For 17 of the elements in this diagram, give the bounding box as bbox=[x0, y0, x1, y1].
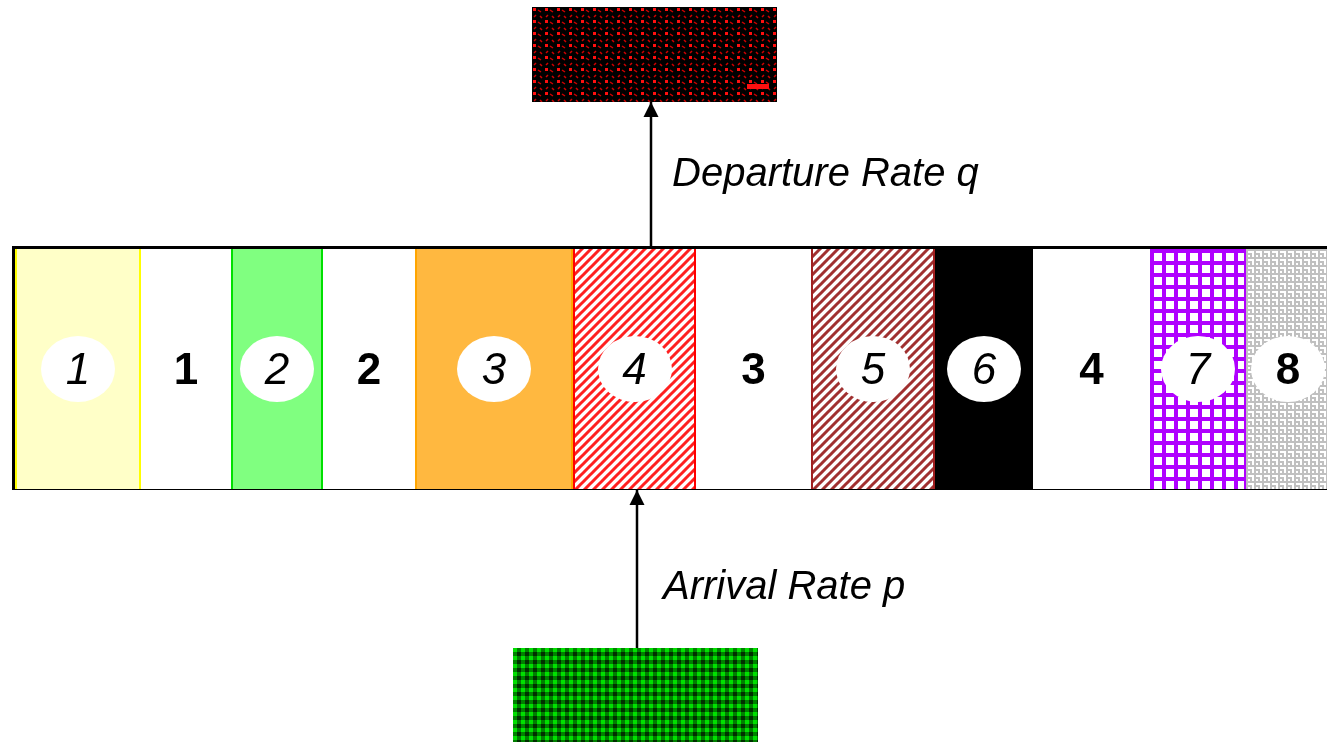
queue-slot bbox=[811, 249, 935, 489]
queue-slot bbox=[1150, 249, 1246, 489]
queue-slot bbox=[1246, 249, 1327, 489]
slot-number: 4 bbox=[1078, 344, 1105, 394]
arrow bbox=[629, 490, 645, 648]
slot-number: 3 bbox=[740, 344, 767, 394]
queue-slot bbox=[231, 249, 323, 489]
slot-number: 1 bbox=[172, 344, 200, 394]
queue-slot bbox=[573, 249, 696, 489]
patterned-block bbox=[513, 648, 758, 742]
arrow bbox=[643, 102, 659, 246]
slot-number: 2 bbox=[355, 344, 383, 394]
queue-bar bbox=[12, 246, 1327, 490]
queue-slot bbox=[415, 249, 573, 489]
queue-slot bbox=[15, 249, 141, 489]
patterned-block bbox=[532, 7, 777, 102]
queue-slot bbox=[935, 249, 1033, 489]
